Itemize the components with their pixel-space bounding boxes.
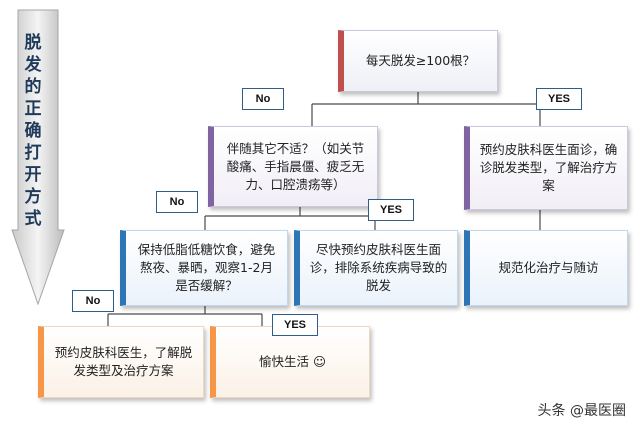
vertical-arrow [11, 9, 65, 306]
node-happy-life: 愉快生活 ☺ [210, 326, 370, 398]
watermark: 头条 @最医圈 [537, 403, 626, 419]
node-rule-out-systemic: 尽快预约皮肤科医生面诊，排除系统疾病导致的脱发 [294, 230, 458, 306]
node-diet-observe: 保持低脂低糖饮食，避免熬夜、暴晒，观察1-2月是否缓解？ [120, 230, 288, 306]
node-dermatologist-appointment: 预约皮肤科医生，了解脱发类型及治疗方案 [38, 326, 204, 398]
node-root: 每天脱发≥100根？ [338, 30, 498, 92]
label-other-yes: YES [368, 199, 414, 221]
page-title: 脱发的正确打开方式 [24, 33, 42, 229]
label-diet-yes: YES [272, 314, 318, 336]
node-standard-treatment: 规范化治疗与随访 [464, 230, 628, 306]
node-other-symptoms: 伴随其它不适？（如关节酸痛、手指晨僵、疲乏无力、口腔溃疡等） [208, 126, 378, 207]
label-root-yes: YES [536, 88, 582, 110]
label-root-no: No [242, 88, 284, 110]
node-dermatologist-consult: 预约皮肤科医生面诊，确诊脱发类型，了解治疗方案 [464, 126, 628, 210]
label-other-no: No [156, 191, 198, 213]
label-diet-no: No [72, 290, 114, 312]
